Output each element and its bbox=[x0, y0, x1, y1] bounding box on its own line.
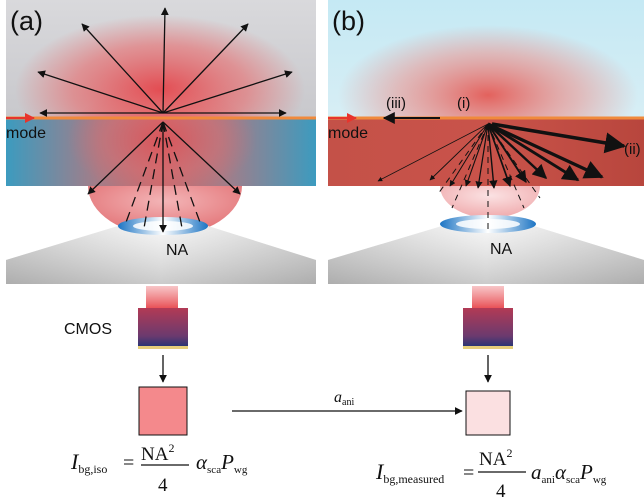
scatter-arrow bbox=[429, 123, 489, 181]
scatter-ray bbox=[487, 123, 525, 209]
lens bbox=[440, 186, 540, 218]
panel-a bbox=[6, 0, 316, 436]
scatter-ray bbox=[487, 123, 541, 199]
scatter-ray bbox=[162, 121, 202, 226]
detected-beam bbox=[472, 286, 504, 312]
label-i: (i) bbox=[457, 95, 470, 112]
panel-label-b: (b) bbox=[332, 6, 365, 36]
scatter-arrow bbox=[162, 23, 249, 114]
cmos-sensor bbox=[463, 308, 513, 348]
svg-text:aaniαscaPwg: aaniαscaPwg bbox=[531, 460, 607, 486]
svg-text:4: 4 bbox=[496, 481, 506, 502]
cmos-label: CMOS bbox=[64, 321, 112, 338]
downward-scatter-arrows bbox=[87, 121, 241, 233]
scatter-arrow bbox=[162, 121, 241, 195]
mode-label: mode bbox=[6, 125, 46, 142]
na-label: NA bbox=[166, 242, 189, 259]
scatter-ray bbox=[162, 121, 183, 229]
forward-scatter-arrow bbox=[491, 122, 627, 154]
svg-text:NA2: NA2 bbox=[479, 446, 512, 470]
scatter-ray bbox=[143, 121, 164, 229]
anisotropy-factor: aani bbox=[334, 389, 354, 408]
anisotropic-scatter-arrows bbox=[377, 122, 604, 230]
mode-label: mode bbox=[328, 125, 368, 142]
svg-text:=: = bbox=[123, 452, 134, 474]
panel-label-a: (a) bbox=[10, 6, 43, 36]
pixel-iso bbox=[138, 386, 188, 436]
scatter-arrow bbox=[449, 123, 489, 187]
scatter-ray bbox=[124, 121, 164, 226]
panel-b bbox=[328, 0, 644, 436]
scatter-arrow bbox=[487, 123, 548, 179]
scatter-arrow bbox=[487, 123, 512, 187]
label-iii: (iii) bbox=[386, 95, 406, 112]
scatter-arrow bbox=[37, 70, 164, 114]
svg-text:αscaPwg: αscaPwg bbox=[196, 450, 248, 476]
scatter-arrow bbox=[464, 123, 489, 187]
svg-text:Ibg,measured: Ibg,measured bbox=[375, 459, 444, 486]
pixel-measured bbox=[465, 390, 511, 436]
label-ii: (ii) bbox=[624, 141, 641, 158]
scatter-arrow bbox=[487, 123, 498, 189]
scatter-ray bbox=[437, 123, 489, 195]
detected-beam bbox=[146, 286, 178, 312]
scatter-arrow bbox=[487, 122, 604, 179]
scatter-arrow bbox=[162, 70, 293, 114]
formula-iso: Ibg,iso = NA2 4 αscaPwg bbox=[70, 441, 248, 496]
scatter-arrow bbox=[475, 123, 489, 189]
scatter-arrow bbox=[487, 122, 580, 182]
svg-text:NA2: NA2 bbox=[141, 441, 174, 465]
scatter-ray bbox=[451, 123, 489, 209]
upward-scatter-arrows bbox=[37, 7, 293, 117]
cmos-sensor bbox=[138, 308, 188, 348]
scatter-arrow bbox=[87, 121, 164, 195]
scatter-arrow bbox=[81, 23, 164, 114]
scatter-arrow bbox=[160, 7, 169, 114]
formula-measured: Ibg,measured = NA2 4 aaniαscaPwg bbox=[375, 446, 607, 502]
svg-text:4: 4 bbox=[158, 475, 168, 496]
scatter-arrow bbox=[377, 123, 489, 182]
svg-text:=: = bbox=[463, 462, 474, 484]
svg-text:Ibg,iso: Ibg,iso bbox=[70, 449, 107, 476]
na-label: NA bbox=[490, 241, 513, 258]
